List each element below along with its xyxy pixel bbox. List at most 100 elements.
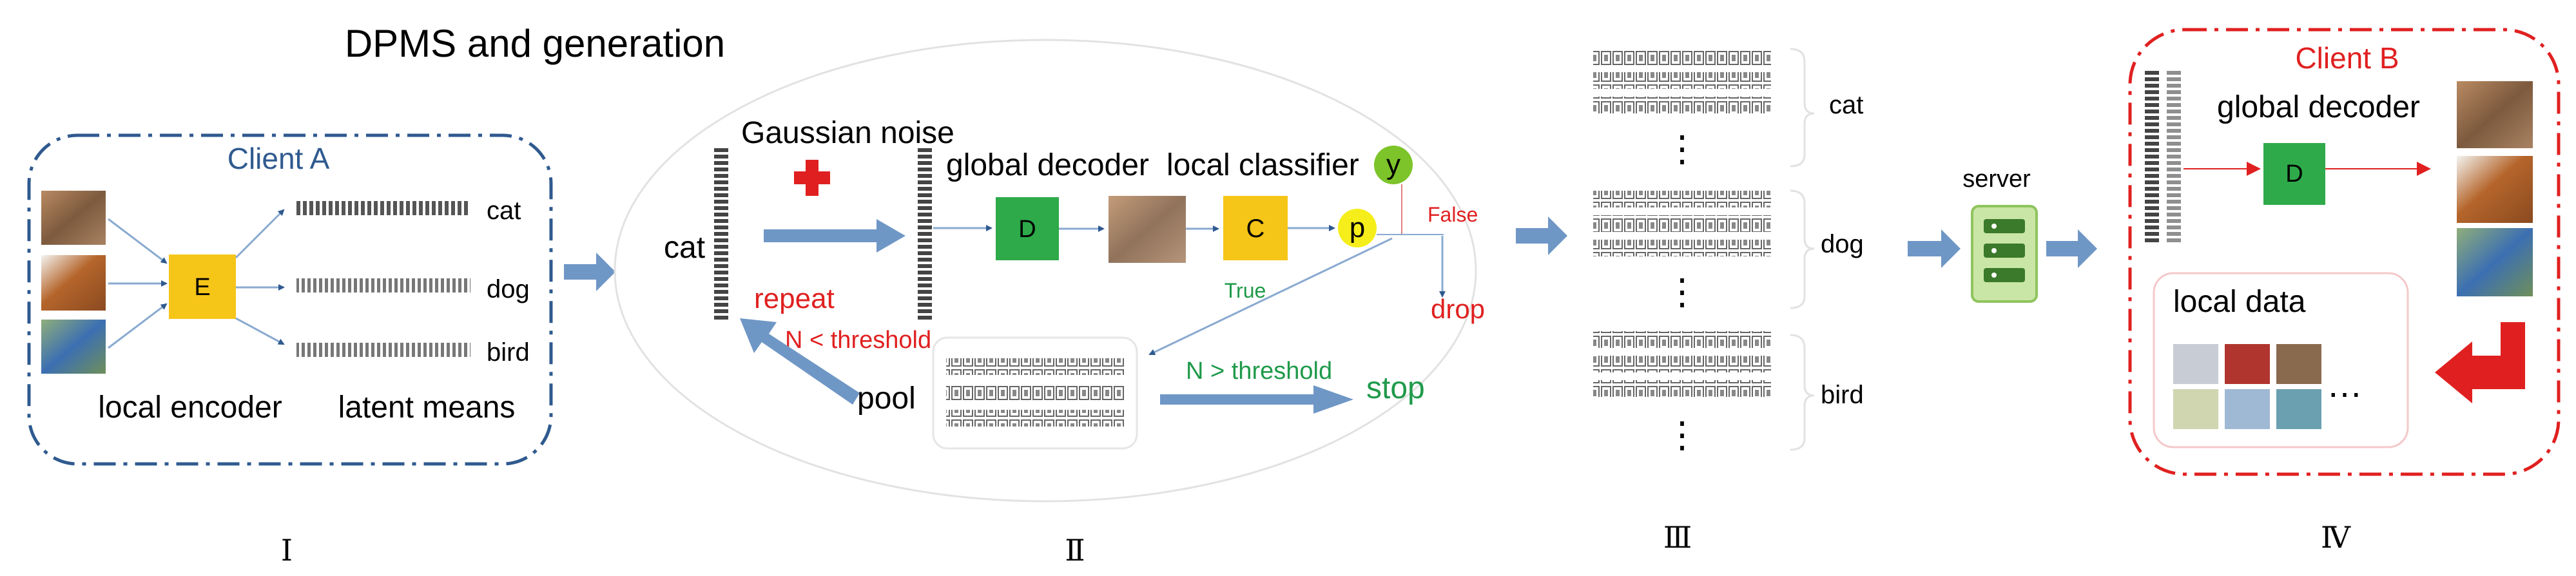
- arrow-noise-to-decoder: [764, 219, 905, 253]
- local-classifier-title: local classifier: [1167, 148, 1359, 182]
- arrow-encoder-to-bird: [235, 317, 285, 345]
- bird-brace: [1790, 334, 1815, 451]
- server: server: [1962, 166, 2038, 303]
- arrow-pool-to-input: [740, 318, 860, 405]
- class-label-cat: cat: [487, 197, 521, 225]
- decoder-label: D: [1018, 216, 1036, 243]
- bird-vector-3: [1593, 380, 1771, 397]
- client-a-box: [27, 133, 553, 466]
- stage-3-numeral: Ⅲ: [1663, 520, 1692, 555]
- dog-vector-3: [1593, 240, 1771, 256]
- stage-2-ellipse: [614, 39, 1477, 503]
- stage-2-numeral: Ⅱ: [1065, 533, 1085, 568]
- arrow-encoder-to-cat: [235, 209, 285, 259]
- client-b-label: Client B: [2295, 41, 2399, 75]
- local-data-ellipsis: …: [2327, 364, 2363, 405]
- latent-column-2: [2167, 70, 2181, 244]
- pool-vector-2: [946, 384, 1124, 401]
- global-decoder-title-b: global decoder: [2217, 90, 2420, 124]
- dog-ellipsis: ⋮: [1664, 271, 1700, 312]
- cat-class-label: cat: [1829, 91, 1863, 119]
- stop-condition-label: N > threshold: [1186, 358, 1332, 385]
- bird-ellipsis: ⋮: [1664, 414, 1700, 455]
- dog-class-label: dog: [1821, 230, 1864, 258]
- bird-vector-1: [1593, 331, 1771, 348]
- gaussian-noise-label: Gaussian noise: [741, 116, 954, 150]
- class-label-bird: bird: [487, 338, 530, 367]
- local-encoder-caption: local encoder: [98, 390, 282, 425]
- repeat-label: repeat: [754, 283, 835, 314]
- decoder-label-b: D: [2285, 160, 2303, 187]
- stage-2: Gaussian noise cat global decoder local …: [614, 39, 1485, 568]
- classifier-label: C: [1246, 215, 1265, 243]
- svg-text:p: p: [1350, 212, 1365, 244]
- arrow-cat-to-encoder: [108, 218, 168, 264]
- data-thumb-1: [2173, 344, 2218, 384]
- pool-vector-3: [946, 410, 1124, 427]
- classifier-box: [1223, 196, 1288, 260]
- dog-image: [41, 255, 106, 311]
- stage-1: Client A E cat dog bird local encoder la…: [27, 133, 553, 568]
- cat-image: [41, 191, 106, 245]
- cat-brace: [1790, 48, 1815, 168]
- server-label: server: [1962, 166, 2031, 193]
- drop-label: drop: [1431, 294, 1485, 324]
- decoder-box-b: [2263, 143, 2325, 205]
- y-circle: y: [1374, 146, 1413, 184]
- data-thumb-4: [2173, 389, 2218, 429]
- pool-label: pool: [857, 381, 916, 416]
- decoder-box: [996, 197, 1059, 260]
- stage-3: ⋮ cat ⋮ dog ⋮ bird Ⅲ: [1593, 48, 1864, 555]
- global-decoder-title: global decoder: [946, 148, 1149, 182]
- page-title: DPMS and generation: [345, 22, 725, 65]
- bird-image: [41, 320, 106, 374]
- arrow-server-to-stage4: [2046, 229, 2097, 268]
- class-label-dog: dog: [487, 275, 530, 303]
- arrow-stage1-to-stage2: [564, 253, 615, 291]
- dog-brace: [1790, 189, 1815, 309]
- generated-cat-image: [1109, 196, 1186, 263]
- cat-vector-1: [1593, 49, 1771, 66]
- return-arrow-icon: [2435, 322, 2525, 403]
- generated-dog-b: [2457, 156, 2533, 223]
- noise-vector-decoder: [918, 147, 932, 322]
- arrow-pool-to-stop: [1160, 385, 1353, 414]
- input-class-label: cat: [664, 231, 705, 265]
- client-a-label: Client A: [228, 142, 330, 175]
- local-data-label: local data: [2173, 285, 2306, 319]
- cat-ellipsis: ⋮: [1664, 128, 1700, 169]
- data-thumb-3: [2276, 344, 2321, 384]
- stage-4: Client B global decoder D local data … Ⅳ: [2128, 28, 2561, 555]
- false-label: False: [1428, 203, 1478, 226]
- dog-vector-2: [1593, 215, 1771, 232]
- generated-bird-b: [2457, 228, 2533, 296]
- encoder-label: E: [194, 274, 210, 301]
- bird-class-label: bird: [1821, 381, 1864, 409]
- arrow-bird-to-encoder: [108, 303, 168, 349]
- plus-icon: [794, 160, 830, 196]
- cat-vector-2: [1593, 72, 1771, 89]
- arrow-stage3-to-server: [1908, 229, 1961, 268]
- server-icon: [1971, 205, 2038, 303]
- cat-vector-3: [1593, 97, 1771, 113]
- data-thumb-2: [2225, 344, 2270, 384]
- encoder-box: [169, 254, 236, 319]
- repeat-condition-label: N < threshold: [785, 327, 931, 354]
- data-thumb-5: [2225, 389, 2270, 429]
- stop-label: stop: [1366, 371, 1425, 405]
- latent-vector-bird: [296, 343, 470, 357]
- bird-vector-2: [1593, 356, 1771, 372]
- latent-column-1: [2145, 70, 2159, 244]
- dog-vector-1: [1593, 191, 1771, 207]
- svg-text:y: y: [1386, 149, 1400, 180]
- latent-vector-dog: [296, 278, 470, 293]
- noise-vector-input: [714, 147, 728, 322]
- latent-vector-cat: [296, 201, 470, 215]
- arrow-true-to-pool: [1148, 237, 1393, 356]
- latent-means-caption: latent means: [338, 390, 516, 425]
- p-circle: p: [1338, 209, 1377, 247]
- generated-cat-b: [2457, 81, 2533, 148]
- data-thumb-6: [2276, 389, 2321, 429]
- arrow-stage2-to-stage3: [1516, 216, 1567, 255]
- stage-4-numeral: Ⅳ: [2321, 520, 2351, 555]
